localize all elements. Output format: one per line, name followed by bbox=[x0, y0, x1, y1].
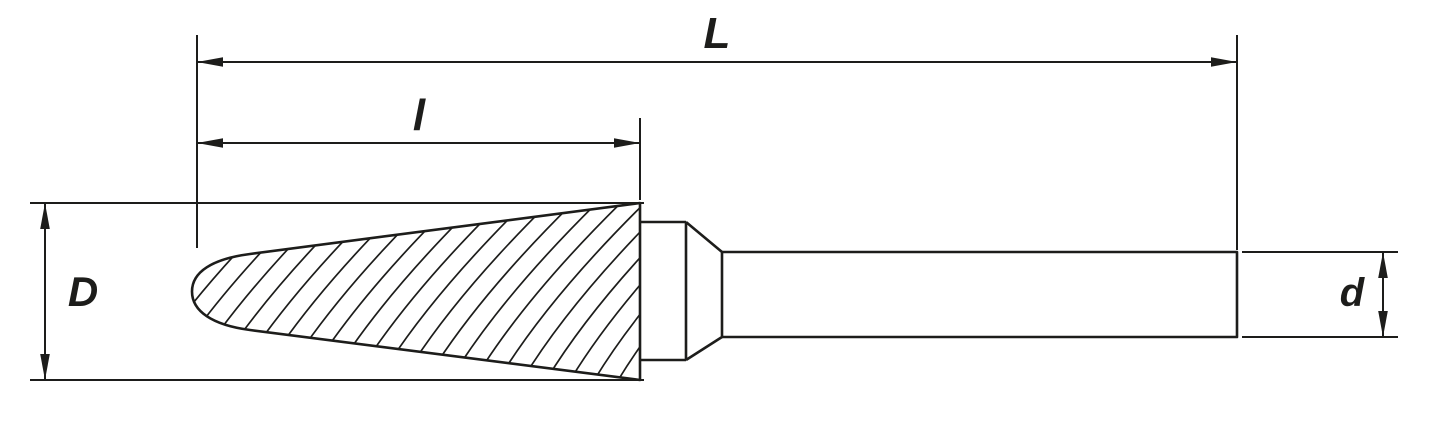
arrowhead-top bbox=[1378, 252, 1388, 278]
label-total-length: L bbox=[704, 9, 731, 58]
arrowhead-right bbox=[1211, 57, 1237, 67]
flute-line bbox=[561, 203, 640, 380]
label-flute-length: l bbox=[413, 91, 426, 140]
flute-line bbox=[633, 203, 640, 380]
dimension-head-diameter: D bbox=[30, 202, 644, 381]
arrowhead-bottom bbox=[40, 354, 50, 380]
burr-head-outline bbox=[190, 201, 642, 382]
flute-hatching bbox=[192, 203, 640, 380]
arrowhead-left bbox=[197, 138, 223, 148]
dimension-shank-diameter: d bbox=[1242, 251, 1398, 338]
arrowhead-top bbox=[40, 203, 50, 229]
arrowhead-left bbox=[197, 57, 223, 67]
burr-neck-outline bbox=[640, 220, 724, 362]
arrowhead-bottom bbox=[1378, 311, 1388, 337]
dimension-flute-length: l bbox=[197, 91, 641, 200]
flute-line bbox=[585, 203, 640, 380]
burr-shank-outline bbox=[722, 250, 1239, 339]
label-head-diameter: D bbox=[68, 268, 98, 315]
flute-line bbox=[609, 203, 640, 380]
arrowhead-right bbox=[614, 138, 640, 148]
burr-part bbox=[190, 201, 1239, 382]
label-shank-diameter: d bbox=[1340, 271, 1366, 315]
dimension-total-length: L bbox=[196, 9, 1238, 250]
